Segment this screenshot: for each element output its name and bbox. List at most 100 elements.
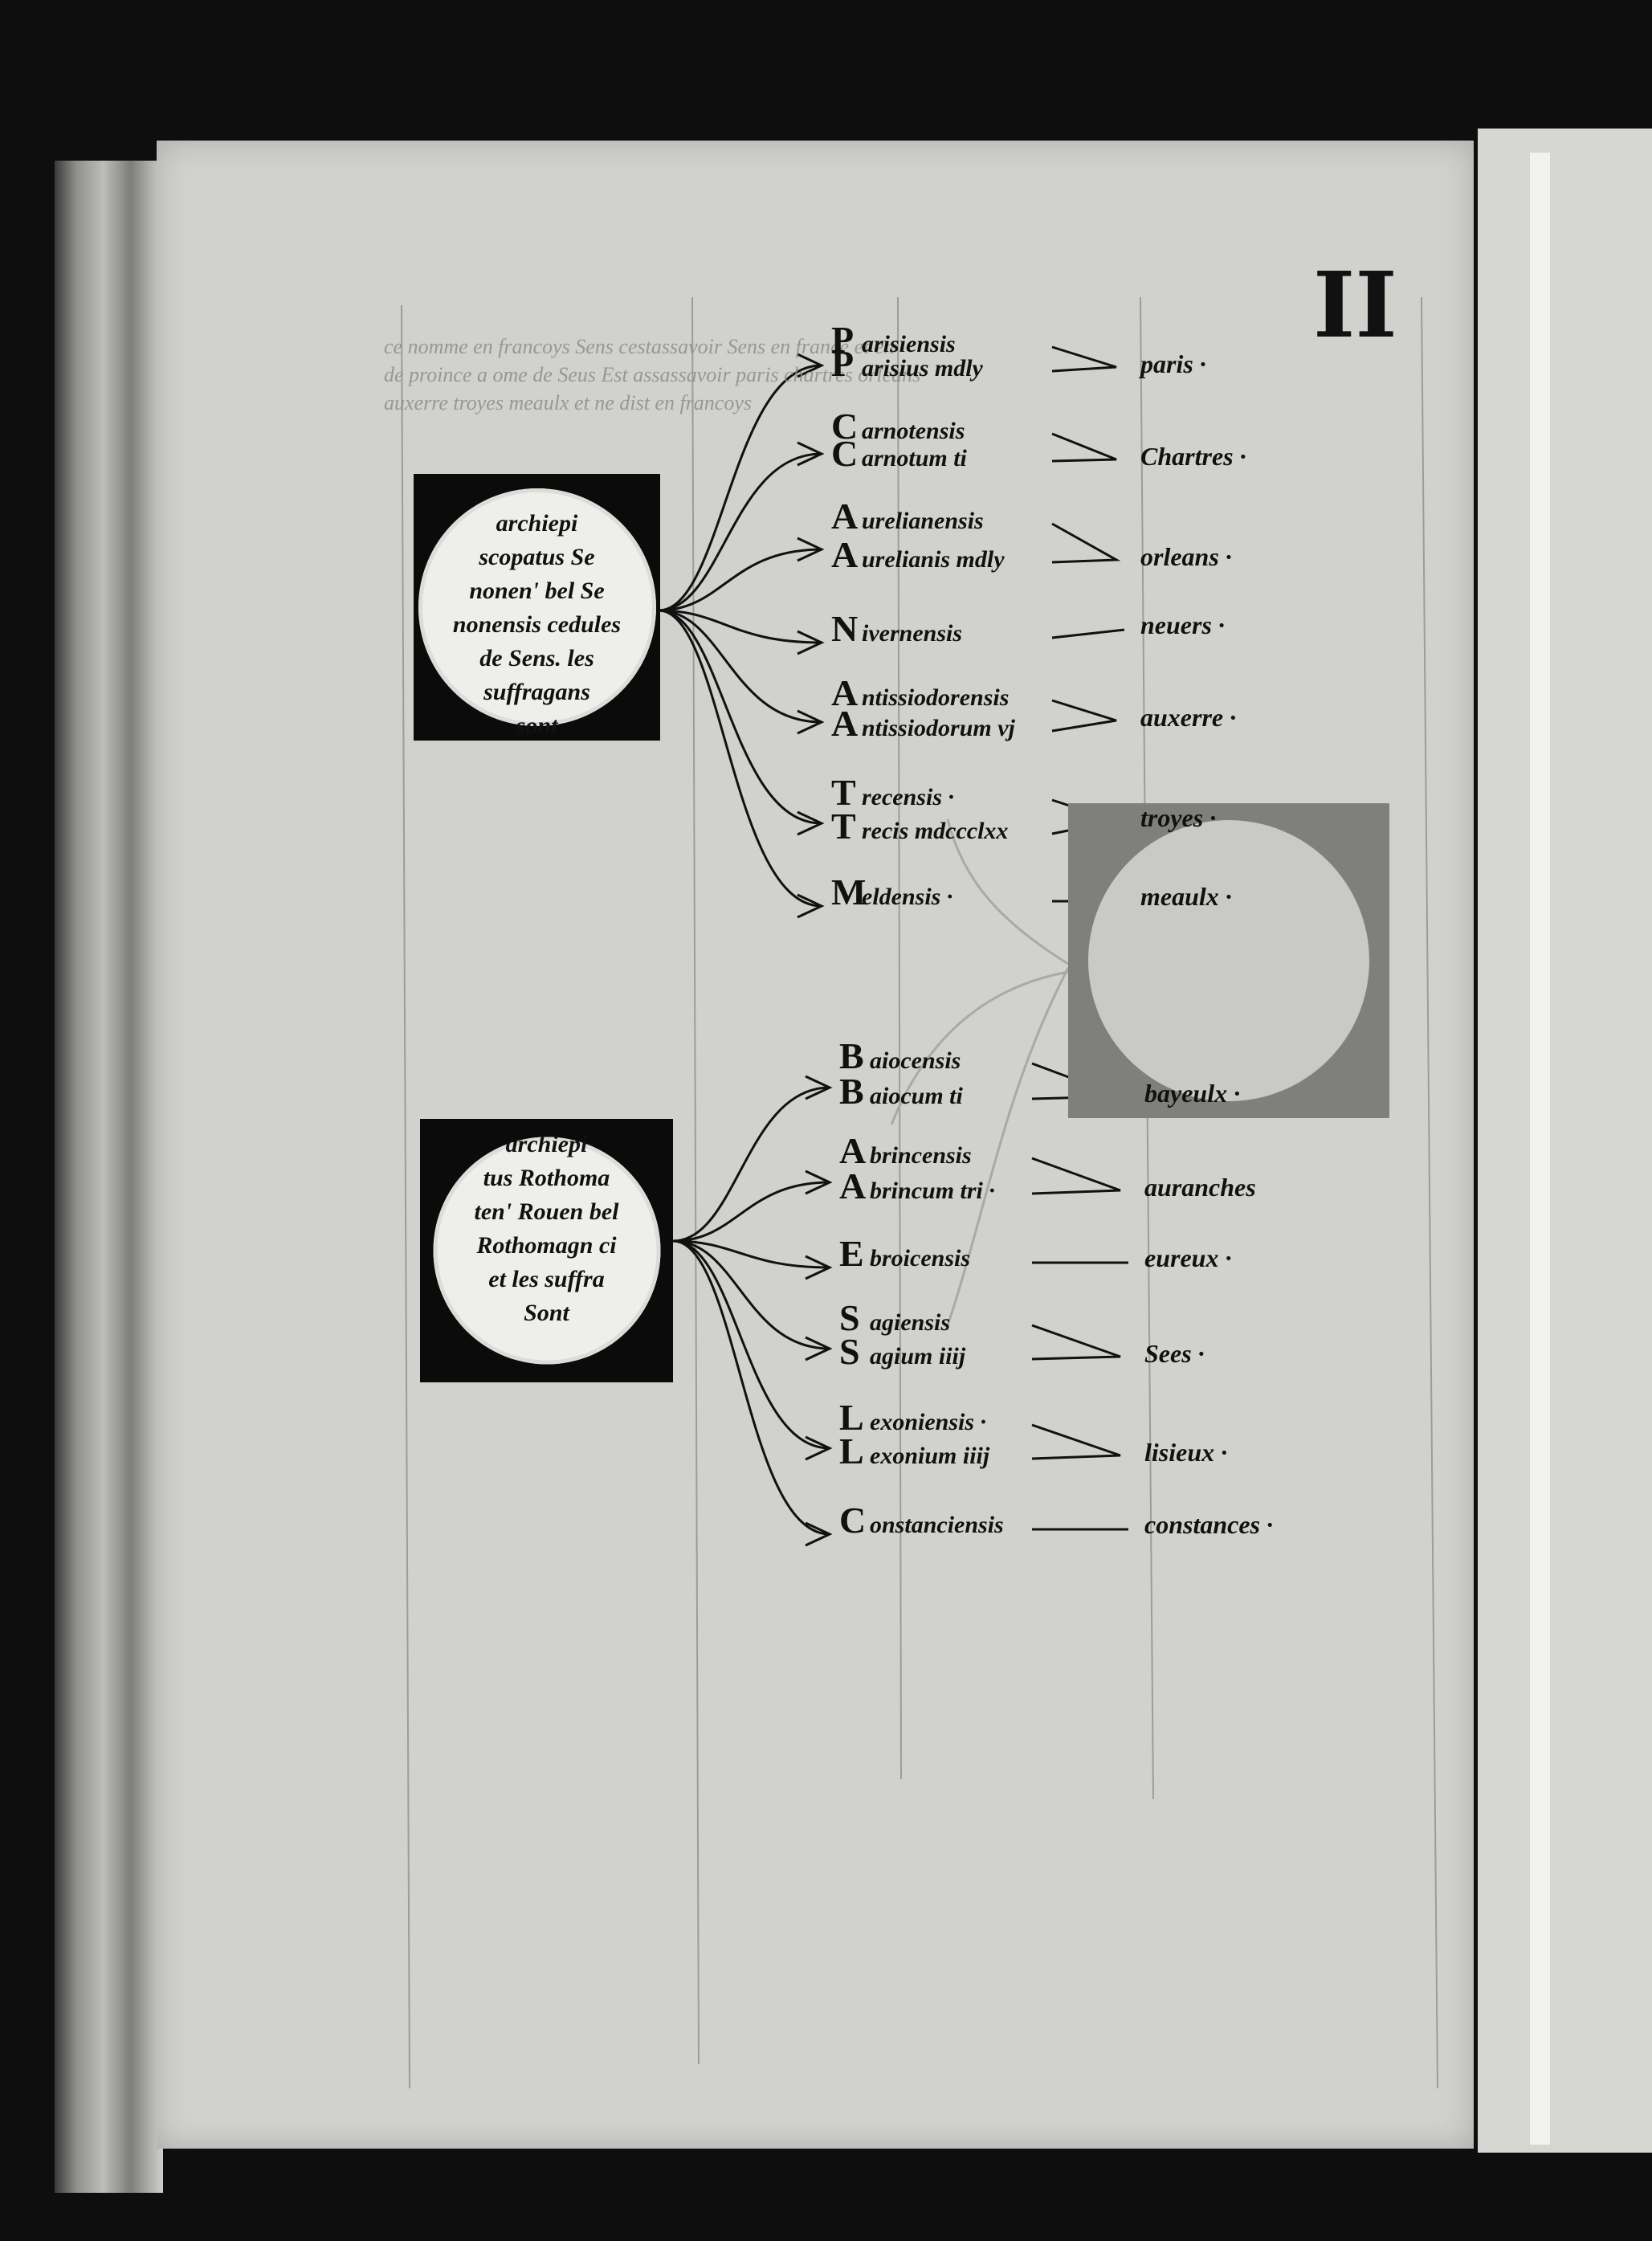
rouen-french-name: lisieux · — [1144, 1438, 1228, 1467]
show-through-roundel-disc — [1088, 820, 1369, 1101]
show-through-line: de proince a ome de Seus Est assassavoir… — [384, 363, 921, 386]
rouen-french-name: Sees · — [1144, 1339, 1205, 1368]
sens-branch-flourish — [797, 893, 825, 919]
sens-roundel-line: scopatus Se — [479, 544, 595, 570]
rouen-french-name: auranches — [1144, 1173, 1256, 1202]
sens-connector — [1051, 628, 1125, 639]
sens-french-name: Chartres · — [1140, 442, 1246, 471]
sens-roundel-line: nonensis cedules — [452, 611, 622, 638]
rouen-french-name: bayeulx · — [1144, 1079, 1241, 1108]
sens-latin-name: urelianis mdly — [862, 546, 1005, 573]
show-through-roundel — [1068, 803, 1389, 1118]
rouen-branch-flourish — [805, 1336, 833, 1361]
sens-branch-flourish — [797, 630, 825, 655]
sens-initial: M — [831, 872, 867, 912]
rouen-branch — [672, 1086, 830, 1243]
sens-latin-name: arisius mdly — [862, 355, 983, 382]
rouen-connector — [1031, 1423, 1121, 1460]
rouen-branch-flourish — [805, 1169, 833, 1195]
sens-connector — [1051, 522, 1121, 564]
rouen-latin-name: onstanciensis — [870, 1512, 1004, 1538]
rouen-latin-name: agium iiij — [870, 1343, 966, 1370]
rouen-roundel-disc — [433, 1137, 660, 1365]
sens-branch-flourish — [797, 537, 825, 562]
sens-latin-name: arisiensis — [862, 331, 956, 357]
sens-branch-flourish — [797, 709, 825, 735]
rouen-branch — [672, 1239, 830, 1350]
sens-branch-flourish — [797, 353, 825, 378]
sens-roundel-line: de Sens. les — [479, 645, 594, 671]
sens-roundel-line: nonen' bel Se — [469, 578, 605, 604]
sens-roundel: archiepi scopatus Se nonen' bel Se nonensis… — [414, 474, 660, 741]
sens-connector — [1051, 345, 1117, 373]
sens-initial: P — [831, 343, 855, 384]
sens-connector — [1051, 432, 1117, 463]
sens-french-name: auxerre · — [1140, 703, 1237, 732]
rouen-initial: S — [839, 1297, 860, 1338]
sens-latin-name: ivernensis — [862, 620, 963, 647]
rouen-branch — [672, 1239, 830, 1536]
rouen-initial: E — [839, 1233, 864, 1274]
sens-initial: C — [831, 406, 859, 447]
rouen-roundel-line: ten' Rouen bel — [474, 1198, 619, 1225]
branch-lines — [658, 353, 833, 1547]
sens-roundel-disc — [418, 488, 656, 726]
show-through-line: auxerre troyes meaulx et ne dist en fran… — [384, 391, 752, 414]
rouen-branch — [672, 1239, 830, 1269]
sens-roundel-line: suffragans — [483, 679, 590, 705]
rouen-initial: C — [839, 1500, 867, 1541]
sens-latin-name: recis mdccclxx — [862, 818, 1009, 844]
rouen-roundel-line: Rothomagn ci — [476, 1232, 617, 1259]
sens-initial: A — [831, 672, 859, 713]
sens-french-name: orleans · — [1140, 542, 1232, 571]
rouen-roundel-line: et les suffra — [488, 1266, 605, 1292]
rouen-french-name: constances · — [1144, 1510, 1273, 1539]
rouen-connector — [1031, 1157, 1121, 1195]
rouen-latin-name: aiocensis — [870, 1047, 961, 1074]
rouen-initial: B — [839, 1035, 864, 1076]
rouen-initial: S — [839, 1331, 860, 1372]
rouen-latin-name: aiocum ti — [870, 1083, 963, 1109]
sens-latin-name: ntissiodorum vj — [862, 715, 1015, 741]
rouen-french-name: eureux · — [1144, 1243, 1232, 1272]
sens-connector — [1051, 699, 1117, 733]
sens-latin-name: urelianensis — [862, 508, 984, 534]
rouen-latin-name: exonium iiij — [870, 1443, 990, 1469]
sens-latin-name: eldensis · — [862, 884, 953, 910]
rouen-initial: B — [839, 1071, 864, 1112]
sens-branch — [658, 548, 822, 612]
sens-initial: A — [831, 703, 859, 744]
facing-page-edge — [1530, 153, 1550, 2145]
sens-roundel-line: archiepi — [496, 510, 578, 537]
sens-french-name: meaulx · — [1140, 882, 1232, 911]
show-through-line: ce nomme en francoys Sens cestassavoir S… — [384, 335, 895, 358]
sens-branch — [658, 452, 822, 612]
sens-branch — [658, 609, 822, 724]
sens-initial: C — [831, 433, 859, 474]
sens-initial: A — [831, 496, 859, 537]
sens-initial: T — [831, 806, 856, 847]
rouen-branch-flourish — [805, 1255, 833, 1280]
rouen-branch-flourish — [805, 1521, 833, 1547]
sens-branch — [658, 609, 822, 908]
rouen-branch-flourish — [805, 1075, 833, 1100]
sens-branch-flourish — [797, 441, 825, 467]
sens-latin-name: arnotum ti — [862, 445, 967, 471]
sens-initial: N — [831, 608, 859, 649]
manuscript-page — [157, 141, 1474, 2149]
sens-branch — [658, 609, 822, 825]
sens-initial: A — [831, 534, 859, 575]
sens-initial: T — [831, 772, 856, 813]
rouen-roundel-line: tus Rothoma — [483, 1165, 610, 1191]
show-through-branches — [890, 818, 1070, 1326]
sens-latin-name: ntissiodorensis — [862, 684, 1010, 711]
sens-initial: P — [831, 319, 855, 360]
rouen-initial: L — [839, 1397, 864, 1438]
sens-latin-name: arnotensis — [862, 418, 965, 444]
rouen-roundel-line: Sont — [524, 1300, 569, 1326]
folio-number: II — [1313, 253, 1397, 358]
sens-latin-name: recensis · — [862, 784, 954, 810]
sens-branch-flourish — [797, 810, 825, 836]
rouen-latin-name: agiensis — [870, 1309, 951, 1336]
